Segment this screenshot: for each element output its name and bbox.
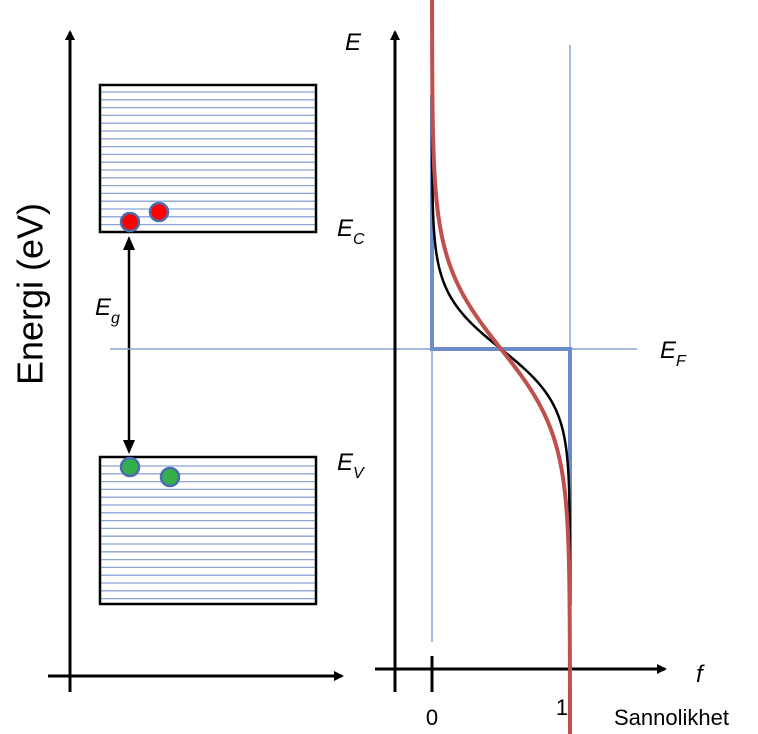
valence-band-box (98, 455, 318, 606)
conduction-band (98, 83, 318, 234)
band-gap-label: Eg (95, 294, 120, 327)
tick-label-one: 1 (556, 695, 568, 720)
conduction-band-box (98, 83, 318, 234)
fermi-level-label: EF (660, 337, 687, 370)
electron-1 (119, 211, 141, 233)
electron-2 (148, 201, 170, 223)
conduction-band-levels (101, 91, 315, 226)
left-panel: Energi (eV) Eg EC EV (10, 30, 365, 692)
hole-2 (159, 466, 181, 488)
valence-band-edge-label: EV (337, 449, 365, 482)
probability-axis-title: Sannolikhet (614, 705, 729, 730)
fermi-dirac-curve-high-temperature (430, 0, 572, 734)
energy-axis-symbol: E (345, 29, 362, 56)
valence-band-levels (101, 465, 315, 600)
valence-band (98, 455, 318, 606)
conduction-band-edge-label: EC (337, 215, 365, 248)
energy-axis-label: Energi (eV) (10, 203, 51, 385)
tick-label-zero: 0 (426, 705, 438, 730)
hole-1 (119, 456, 141, 478)
right-panel: E f 0 1 Sannolikhet (345, 0, 729, 734)
probability-axis-symbol: f (696, 661, 705, 688)
band-gap-arrow (123, 236, 135, 454)
